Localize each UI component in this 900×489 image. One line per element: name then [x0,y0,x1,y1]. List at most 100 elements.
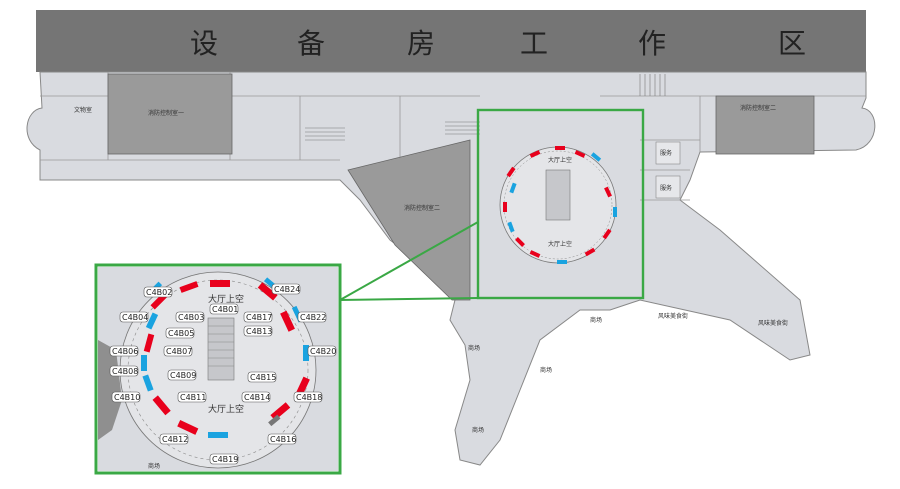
zone-title-char: 备 [297,27,325,60]
zone-title-char: 作 [638,27,666,60]
tag-box [163,345,193,357]
room-label: 商场 [540,366,552,374]
speaker-blue [145,312,159,330]
tag-label: C4B22 [300,313,326,322]
room-label: 消防控制室二 [740,104,776,112]
control-room-1 [107,73,233,155]
speaker-red [506,166,516,178]
connector-line [339,297,479,301]
control-room-3 [347,139,471,301]
tag-box [209,303,239,315]
tag-box [143,286,173,298]
speaker-red [529,150,541,158]
tag-label: C4B04 [122,313,148,322]
tag-box [271,283,301,295]
zone-title: 设 备 房 工 作 区 [190,27,806,60]
speaker-red [177,420,199,435]
tag-label: C4B18 [296,393,322,402]
tag-label: C4B15 [250,373,276,382]
atrium-label: 大厅上空 [548,240,572,248]
speaker-red [515,237,525,247]
tag-box [307,345,337,357]
highlight-box [476,108,645,300]
connector-line [339,221,479,301]
speaker-red [152,395,171,416]
speaker-red [584,247,596,257]
zone-title-char: 区 [778,27,806,60]
speaker-blue [509,182,517,194]
speaker-red [529,250,541,258]
tag-label: C4B13 [246,327,272,336]
speaker-red [179,281,199,293]
room-label: 商场 [472,426,484,434]
inset-lobby-label: 大厅上空 [208,293,244,305]
service-room-2 [655,175,681,199]
tag-label: C4B16 [270,435,296,444]
speaker-blue [590,152,602,162]
tag-box [241,391,271,403]
zone-title-char: 房 [407,27,435,60]
inset-dark-room [98,340,122,440]
tag-box [119,311,149,323]
inset-corner-label: 商场 [148,462,160,470]
speaker-red [210,280,230,287]
tag-label: C4B01 [212,305,238,314]
tag-label: C4B20 [310,347,336,356]
tag-label: C4B11 [180,393,206,402]
tag-box [159,433,189,445]
zone-title-char: 工 [520,27,548,60]
tag-label: C4B09 [170,371,196,380]
tag-label: C4B05 [168,329,194,338]
tag-box [243,311,273,323]
room-label: 服务 [660,184,672,192]
zone-title-char: 设 [190,27,218,60]
speaker-blue [303,345,309,361]
control-room-2 [715,95,815,155]
room-label: 消防控制室一 [148,109,184,117]
atrium-escalator [545,169,571,221]
speaker-blue [613,207,617,217]
inset-escalator [207,317,235,381]
tag-label: C4B03 [178,313,204,322]
tag-label: C4B02 [146,288,172,297]
speaker-blue [507,221,515,233]
tag-label: C4B24 [274,285,300,294]
tag-box [297,311,327,323]
main-ring: 大厅上空 大厅上空 [499,146,617,264]
speaker-red [270,402,291,421]
tag-box [165,327,195,339]
speaker-red [280,310,295,332]
tag-label: C4B17 [246,313,272,322]
room-label: 风味美食街 [658,312,688,320]
tag-box [209,453,239,465]
speaker-blue [142,374,154,392]
inset-lobby-label: 大厅上空 [208,403,244,415]
tag-label: C4B07 [166,347,192,356]
tag-box [243,325,273,337]
speaker-red [503,202,507,212]
tag-box [111,391,141,403]
speaker-blue [141,355,147,371]
tag-box [247,371,277,383]
room-label: 商场 [468,344,480,352]
room-label: 文物室 [74,106,92,114]
room-label: 服务 [660,149,672,157]
speaker-tags: C4B02 C4B03 C4B01 C4B04 C4B05 C4B06 C4B0… [109,283,337,465]
speaker-gray [268,414,281,427]
tag-box [293,391,323,403]
speaker-blue [208,432,228,438]
tag-label: C4B06 [112,347,138,356]
tag-box [167,369,197,381]
speaker-red [143,333,155,353]
room-label: 风味美食街 [758,319,788,327]
speaker-red [257,282,278,301]
speaker-red [555,146,565,150]
tag-box [177,391,207,403]
speaker-red [574,150,586,158]
tag-box [109,345,139,357]
speaker-red [604,186,612,198]
tag-box [267,433,297,445]
inset-escalator-steps [208,325,234,367]
